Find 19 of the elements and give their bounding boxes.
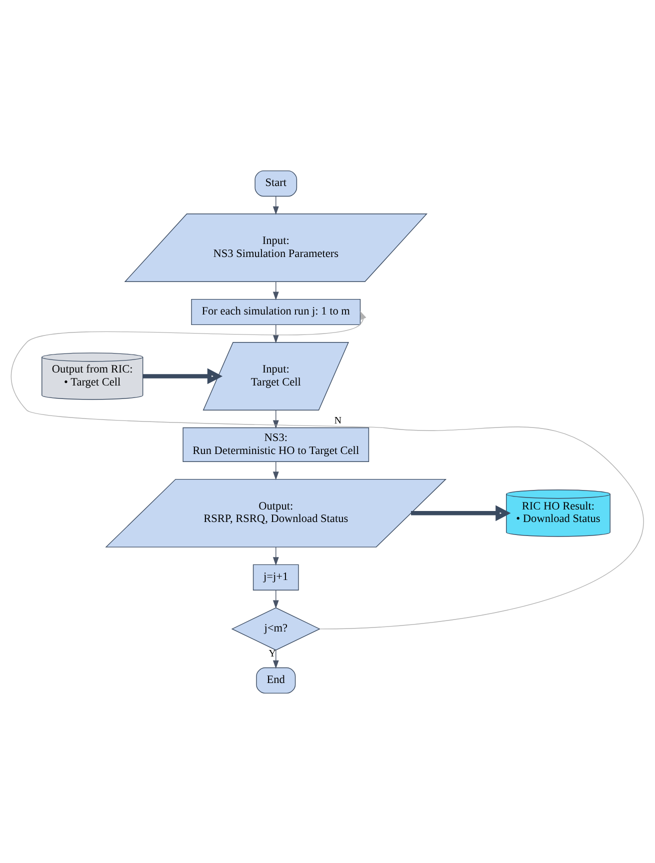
edge-label: N [334, 415, 342, 426]
arrow [272, 649, 279, 668]
arrow [272, 196, 279, 214]
edge-label: Y [268, 648, 276, 659]
node-box: For each simulation run j: 1 to m [191, 298, 361, 325]
arrow [272, 409, 279, 428]
node-box: j=j+1 [252, 564, 299, 590]
arrow [411, 504, 511, 521]
arrow [272, 280, 279, 300]
node-diamond: j<m? [231, 606, 320, 650]
node-box: Start [254, 170, 298, 196]
arrow [142, 368, 223, 384]
arrow [272, 324, 279, 343]
arrow [272, 546, 279, 566]
arrow [272, 461, 279, 480]
arrow [10, 310, 644, 629]
arrow [272, 589, 279, 608]
node-box: NS3: Run Deterministic HO to Target Cell [182, 426, 370, 462]
node-box: End [256, 666, 296, 694]
